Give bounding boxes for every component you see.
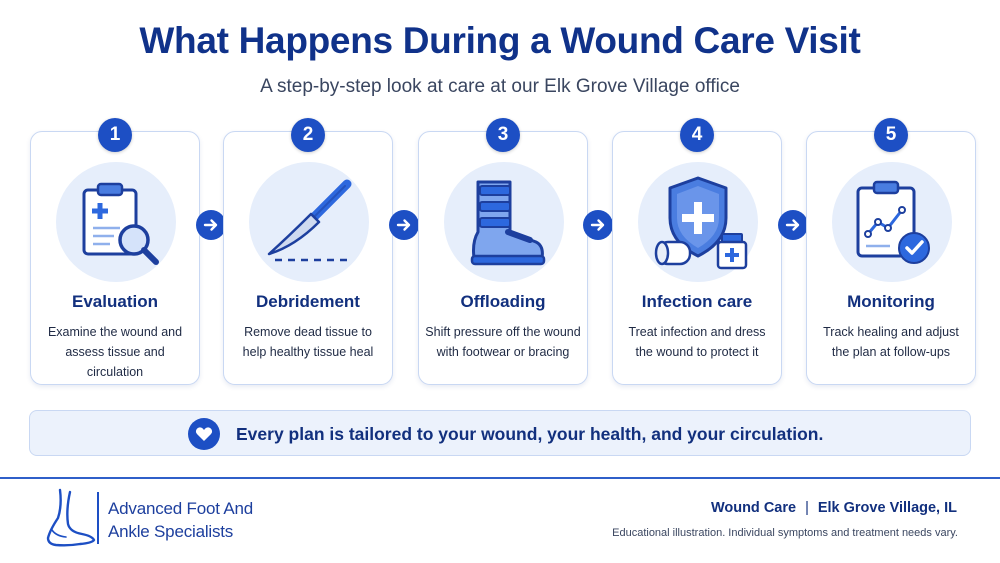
- footer-location: Elk Grove Village, IL: [817, 500, 957, 516]
- icon-circle: [638, 162, 758, 282]
- step-number-badge: 1: [98, 118, 132, 152]
- step-number-badge: 3: [486, 118, 520, 152]
- banner-text: Every plan is tailored to your wound, yo…: [236, 424, 824, 444]
- footer-disclaimer: Educational illustration. Individual sym…: [612, 527, 958, 539]
- step-card-evaluation: Evaluation Examine the wound and assess …: [30, 131, 200, 385]
- clipboard-chart-icon: [856, 180, 930, 264]
- footer-service: Wound Care: [710, 500, 797, 516]
- step-card-offloading: Offloading Shift pressure off the wound …: [418, 131, 588, 385]
- arrow-right-icon: [583, 210, 613, 240]
- tailored-plan-banner: Every plan is tailored to your wound, yo…: [29, 410, 971, 456]
- step-description: Treat infection and dress the wound to p…: [619, 322, 775, 362]
- step-title: Evaluation: [72, 292, 158, 311]
- arrow-right-icon: [778, 210, 808, 240]
- icon-circle: [832, 162, 952, 282]
- step-description-line: help healthy tissue heal: [242, 345, 374, 359]
- page-subtitle: A step-by-step look at care at our Elk G…: [260, 76, 740, 97]
- step-description-line: the wound to protect it: [635, 345, 759, 359]
- icon-circle: [444, 162, 564, 282]
- step-description-line: Treat infection and dress: [628, 325, 766, 339]
- walking-boot-icon: [470, 180, 546, 266]
- step-title: Debridement: [256, 292, 360, 311]
- logo-divider: [97, 492, 99, 544]
- step-description-line: assess tissue and circulation: [65, 345, 165, 379]
- step-card-monitoring: Monitoring Track healing and adjust the …: [806, 131, 976, 385]
- shield-bandage-icon: [654, 176, 748, 270]
- step-card-infection-care: Infection care Treat infection and dress…: [612, 131, 782, 385]
- step-number-badge: 2: [291, 118, 325, 152]
- clipboard-magnifier-icon: [82, 182, 159, 265]
- logo-text-line: Ankle Specialists: [108, 522, 234, 541]
- step-description-line: Track healing and adjust: [823, 325, 959, 339]
- icon-circle: [249, 162, 369, 282]
- step-description: Remove dead tissue to help healthy tissu…: [230, 322, 386, 362]
- step-description: Shift pressure off the wound with footwe…: [425, 322, 581, 362]
- logo-text-line: Advanced Foot And: [108, 499, 253, 518]
- footer-separator: |: [805, 500, 809, 516]
- step-description-line: the plan at follow-ups: [831, 345, 951, 359]
- step-title: Infection care: [641, 292, 753, 311]
- steps-row: Evaluation Examine the wound and assess …: [30, 118, 976, 385]
- step-description-line: Remove dead tissue to: [244, 325, 372, 339]
- step-description-line: with footwear or bracing: [436, 345, 570, 359]
- step-number-badge: 4: [680, 118, 714, 152]
- page-title: What Happens During a Wound Care Visit: [139, 20, 861, 61]
- step-description-line: Shift pressure off the wound: [425, 325, 581, 339]
- scalpel-icon: [267, 179, 352, 262]
- footer-divider: [0, 477, 1000, 479]
- icon-circle: [56, 162, 176, 282]
- footer-service-location: Wound Care | Elk Grove Village, IL: [711, 500, 957, 516]
- step-card-debridement: Debridement Remove dead tissue to help h…: [223, 131, 393, 385]
- step-title: Offloading: [460, 292, 546, 311]
- arrow-right-icon: [389, 210, 419, 240]
- heart-icon: [188, 418, 220, 450]
- step-number-badge: 5: [874, 118, 908, 152]
- foot-logo-icon: [46, 488, 96, 547]
- step-title: Monitoring: [847, 292, 935, 311]
- step-description-line: Examine the wound and: [47, 325, 183, 339]
- step-description: Track healing and adjust the plan at fol…: [813, 322, 969, 362]
- arrow-right-icon: [196, 210, 226, 240]
- step-description: Examine the wound and assess tissue and …: [37, 322, 193, 382]
